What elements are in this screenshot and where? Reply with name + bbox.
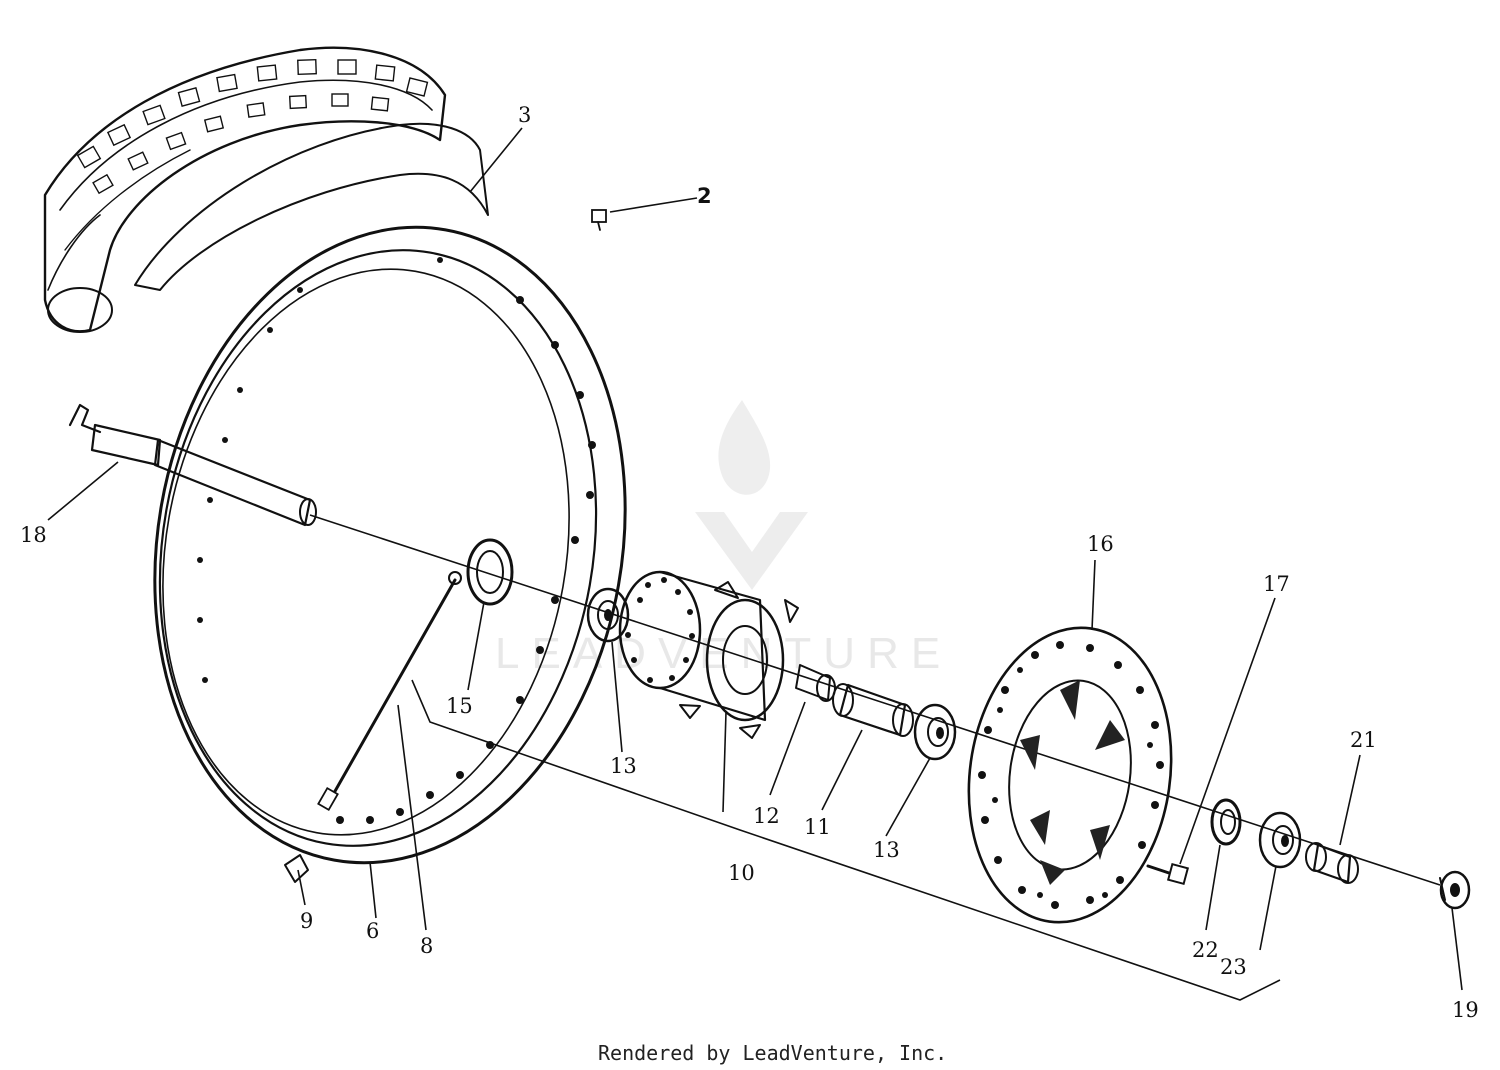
callout-11: 11 [804,815,831,839]
callout-21: 21 [1350,728,1377,752]
axle-nut [1439,870,1471,910]
callout-18: 18 [20,523,47,547]
watermark-text: LEADVENTURE [495,629,952,678]
callout-22: 22 [1192,938,1219,962]
disc-bolt [1146,862,1190,886]
rim-lock [284,854,309,883]
callout-2: 2 [697,184,712,208]
circlip [1210,798,1242,846]
credit-footer: Rendered by LeadVenture, Inc. [598,1041,947,1065]
hub [618,570,799,739]
callout-12: 12 [753,804,780,828]
spoke [317,571,462,812]
axle-centerline [309,514,1441,886]
brake-disc [967,626,1173,924]
callout-labels: 3 2 18 15 13 12 11 13 10 16 17 21 22 23 … [20,103,1479,1022]
callout-19: 19 [1452,998,1479,1022]
callout-17: 17 [1263,572,1290,596]
seal [466,538,514,606]
callout-8: 8 [420,934,433,958]
callout-16: 16 [1087,532,1114,556]
callout-10: 10 [728,861,755,885]
callout-9: 9 [300,909,313,933]
leadventure-watermark-logo: LEADVENTURE [495,400,952,678]
valve-cap [591,209,607,231]
leader-lines [47,127,1463,1001]
bearing-23 [1258,811,1302,869]
rim-band [134,122,489,291]
axle [68,403,317,527]
callout-23: 23 [1220,955,1247,979]
spacer-12 [795,664,836,702]
bearing-left [586,587,630,643]
bearing-right [913,703,957,761]
callout-15: 15 [446,694,473,718]
callout-6: 6 [366,919,379,943]
callout-3: 3 [518,103,531,127]
tire [43,46,447,333]
spacer-21 [1305,842,1359,884]
sleeve-11 [832,683,914,737]
callout-13-left: 13 [610,754,637,778]
wheel-rim [153,225,627,865]
callout-13-right: 13 [873,838,900,862]
